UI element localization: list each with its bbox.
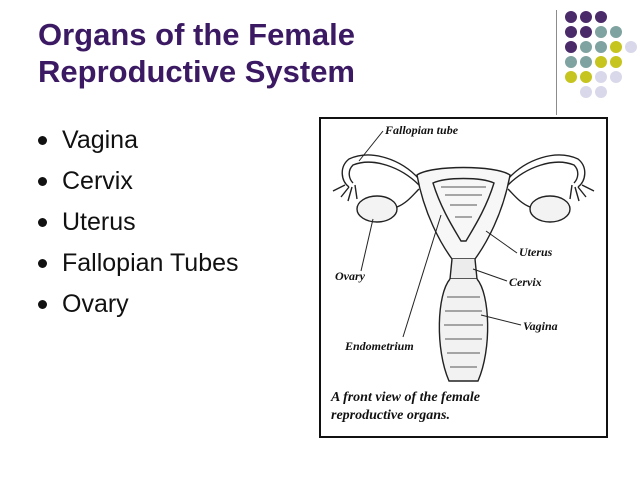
bullet-dot-icon [38,177,47,186]
leader-uterus [485,230,518,254]
left-ovary [356,195,398,223]
leader-vagina [480,314,522,326]
decorative-dot [595,26,607,38]
label-cervix: Cervix [509,275,542,289]
bullet-text: Ovary [62,290,129,318]
bullet-item-uterus: Uterus [36,202,239,243]
decorative-dot [610,56,622,68]
slide-title-line-2: Reproductive System [38,54,355,89]
bullet-dot-icon [38,300,47,309]
bullet-text: Vagina [62,126,138,154]
decorative-dot [580,71,592,83]
leader-endometrium [402,214,442,338]
label-vagina: Vagina [523,319,558,333]
bullet-list: Vagina Cervix Uterus Fallopian Tubes Ova… [36,120,239,325]
bullet-text: Fallopian Tubes [62,249,239,277]
decorative-dot [595,41,607,53]
left-fimbriae [332,184,358,202]
decorative-dot [595,86,607,98]
cervix [449,258,478,280]
bullet-dot-icon [38,259,47,268]
right-ovary [529,195,571,223]
decorative-dot [595,56,607,68]
bullet-item-vagina: Vagina [36,120,239,161]
bullet-text: Uterus [62,208,136,236]
label-endometrium: Endometrium [345,339,414,353]
caption-line-1: A front view of the female [331,390,480,405]
bullet-item-ovary: Ovary [36,284,239,325]
label-uterus: Uterus [519,245,553,259]
label-ovary: Ovary [335,269,365,283]
decorative-dot [580,41,592,53]
leader-cervix [472,268,508,282]
decorative-dot [565,26,577,38]
decorative-dot [625,41,637,53]
decorative-dot [610,26,622,38]
right-fallopian-tube [507,154,586,188]
leader-ovary [360,218,374,272]
decorative-dot [580,11,592,23]
decorative-dot [610,71,622,83]
bullet-dot-icon [38,136,47,145]
anatomy-diagram: Fallopian tube Uterus Ovary Cervix Vagin… [319,117,608,438]
vagina [438,278,489,382]
slide-title-line-1: Organs of the Female [38,17,355,52]
bullet-text: Cervix [62,167,133,195]
decorative-dot [565,71,577,83]
label-fallopian-tube: Fallopian tube [385,123,459,137]
caption-line-2: reproductive organs. [331,408,450,423]
decorative-dot [565,56,577,68]
figure-caption: A front view of the female reproductive … [331,389,601,425]
slide-title: Organs of the Female Reproductive System [38,16,458,90]
reproductive-organs-illustration [332,130,595,382]
decorative-divider [556,10,557,115]
decorative-dot [580,56,592,68]
right-fimbriae [569,184,595,202]
uterus-body [416,166,511,260]
decorative-dot [565,41,577,53]
decorative-dot [565,11,577,23]
bullet-item-fallopian-tubes: Fallopian Tubes [36,243,239,284]
decorative-dot [595,11,607,23]
left-fallopian-tube [341,154,420,188]
decorative-dot [580,86,592,98]
bullet-item-cervix: Cervix [36,161,239,202]
decorative-dot [610,41,622,53]
decorative-dot [595,71,607,83]
decorative-dot [580,26,592,38]
bullet-dot-icon [38,218,47,227]
leader-fallopian-tube [358,130,384,162]
uterine-cavity [432,177,495,242]
